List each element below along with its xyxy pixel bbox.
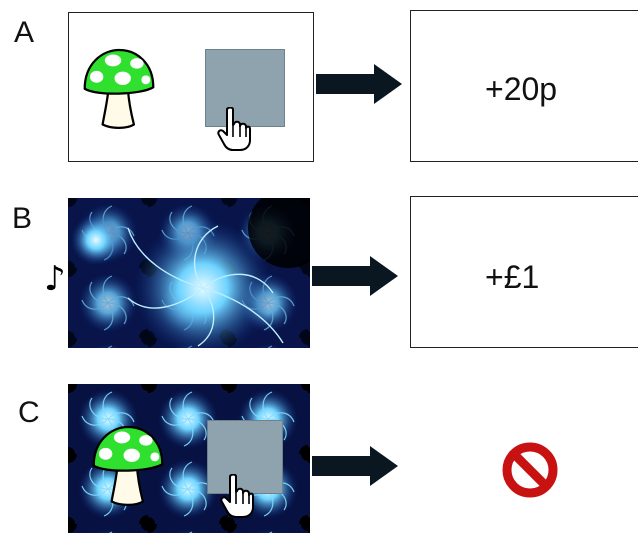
gray-square [205, 49, 285, 127]
right-arrow-icon [312, 256, 398, 296]
reward-text-b: +£1 [485, 259, 540, 295]
hand-cursor-icon [220, 474, 254, 518]
gray-square [207, 420, 283, 494]
reward-text-a: +20p [485, 71, 558, 107]
fractal-image [68, 198, 310, 348]
panel-label-c: C [18, 396, 40, 429]
hand-cursor-icon [217, 107, 251, 151]
outcome-box-a: +20p [410, 10, 638, 162]
right-arrow-icon [312, 446, 398, 486]
mushroom-icon [83, 48, 155, 129]
music-note-icon: ♪ [44, 259, 66, 299]
stimulus-box-a [68, 12, 314, 162]
panel-label-a: A [14, 16, 35, 49]
mushroom-icon [92, 425, 164, 506]
right-arrow-icon [316, 64, 402, 104]
panel-label-b: B [12, 202, 33, 235]
no-symbol-icon [502, 442, 558, 498]
fractal-image [68, 384, 310, 533]
outcome-box-b: +£1 [410, 196, 638, 348]
